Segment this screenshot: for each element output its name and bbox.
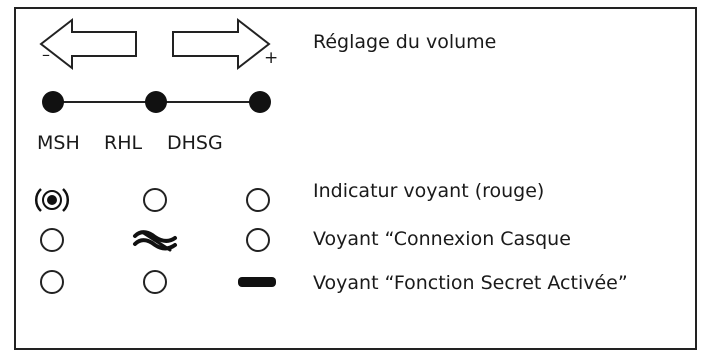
volume-label: Réglage du volume xyxy=(313,31,497,53)
legend-indicator-label: Indicatur voyant (rouge) xyxy=(313,180,545,202)
mode-dot-rhl xyxy=(145,91,167,113)
led-empty-icon xyxy=(143,188,167,212)
mode-label-msh: MSH xyxy=(37,132,80,154)
led-secret-bar-icon xyxy=(238,277,276,287)
volume-minus-sign: – xyxy=(42,45,50,64)
volume-down-arrow xyxy=(39,17,137,71)
legend-headset-label: Voyant “Connexion Casque xyxy=(313,228,571,250)
mode-label-dhsg: DHSG xyxy=(167,132,223,154)
diagram-frame xyxy=(14,7,697,350)
led-indicator-active-icon xyxy=(34,188,70,212)
led-empty-icon xyxy=(143,270,167,294)
led-empty-icon xyxy=(40,228,64,252)
led-empty-icon xyxy=(40,270,64,294)
mode-label-rhl: RHL xyxy=(104,132,143,154)
led-headset-icon xyxy=(133,230,177,252)
volume-up-arrow xyxy=(172,17,271,71)
mode-dot-msh xyxy=(42,91,64,113)
led-empty-icon xyxy=(246,188,270,212)
volume-plus-sign: + xyxy=(264,48,279,68)
legend-secret-label: Voyant “Fonction Secret Activée” xyxy=(313,272,628,294)
mode-dot-dhsg xyxy=(249,91,271,113)
led-empty-icon xyxy=(246,228,270,252)
